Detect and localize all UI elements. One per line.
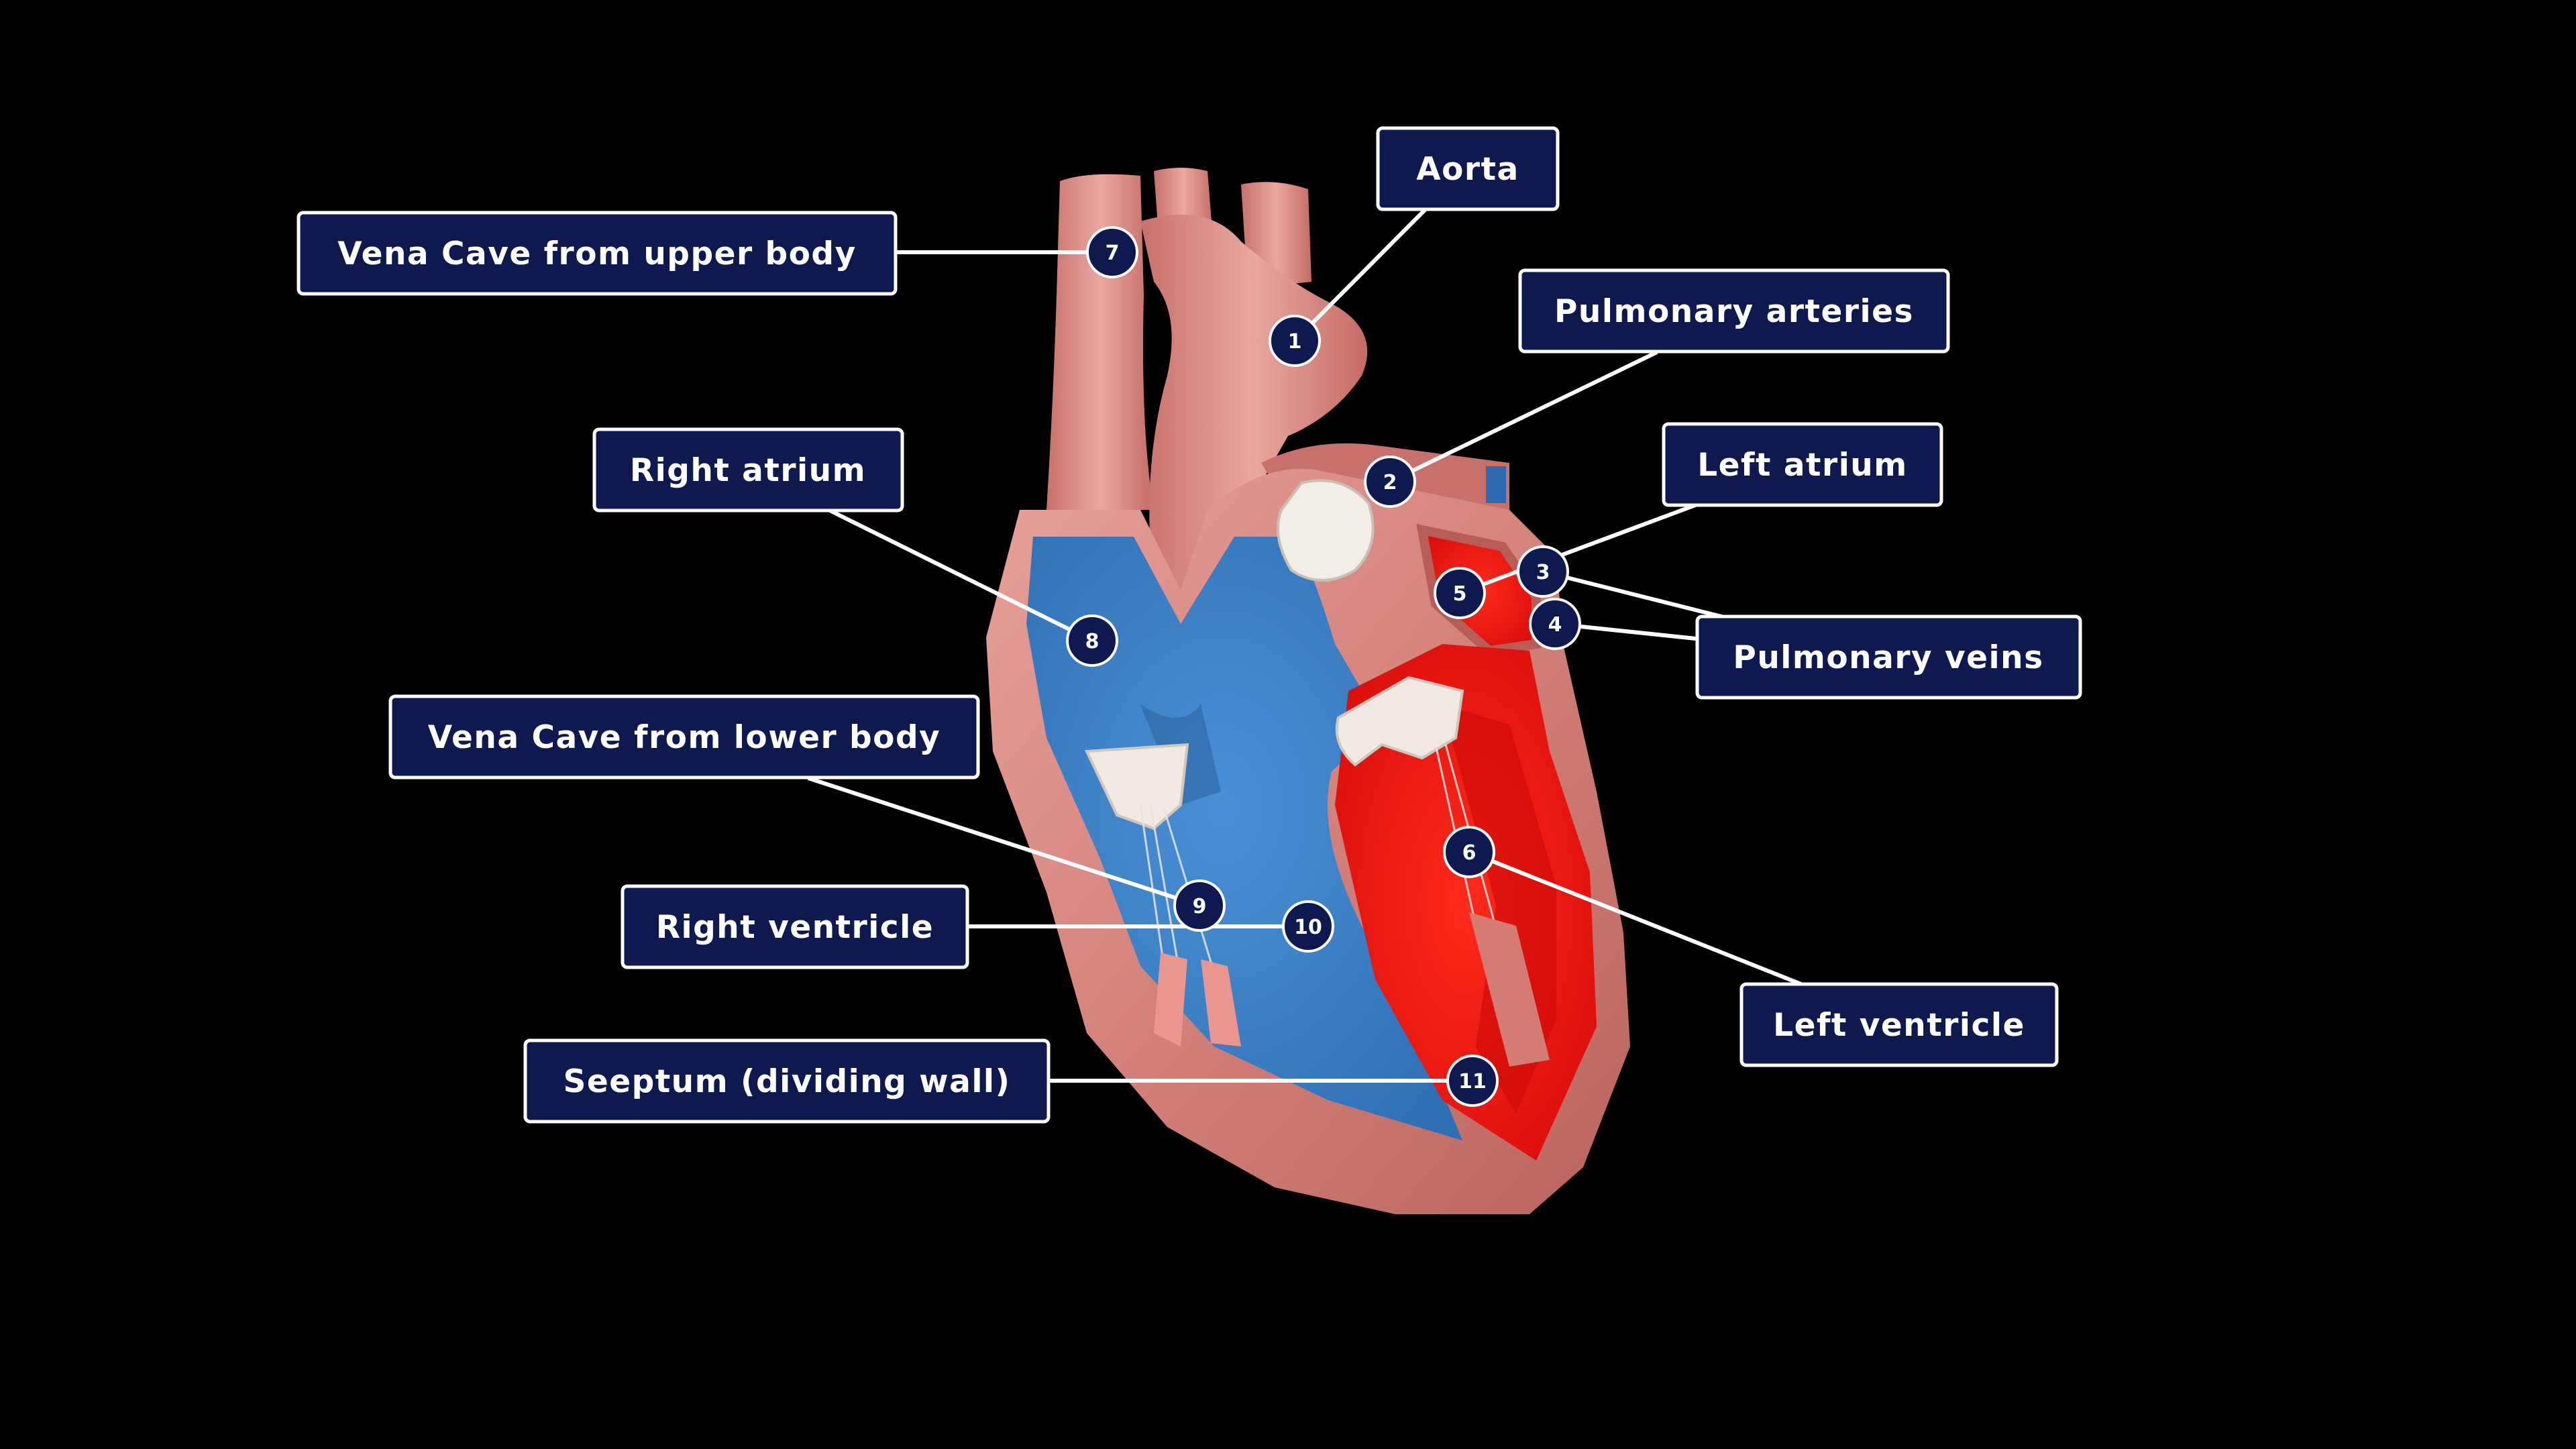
- label-septum: Seeptum (dividing wall): [523, 1038, 1051, 1124]
- label-pulmonary-veins: Pulmonary veins: [1695, 614, 2082, 700]
- marker-7-circle: [1086, 226, 1138, 278]
- label-vena-cava-lower-text: Vena Cave from lower body: [428, 719, 941, 756]
- label-right-atrium-text: Right atrium: [630, 452, 866, 489]
- leader-pulmonary-arteries: [1389, 350, 1658, 484]
- label-vena-cava-upper: Vena Cave from upper body: [297, 211, 898, 296]
- leader-right-atrium: [827, 508, 1093, 643]
- marker-1: 1: [1269, 315, 1321, 367]
- label-septum-text: Seeptum (dividing wall): [563, 1063, 1010, 1100]
- leader-left-atrium: [1458, 502, 1699, 595]
- mitral-valve: [1335, 676, 1464, 767]
- marker-3-number: 3: [1536, 561, 1550, 584]
- marker-2-number: 2: [1383, 471, 1397, 494]
- marker-11-number: 11: [1458, 1070, 1487, 1093]
- label-right-atrium: Right atrium: [592, 427, 904, 513]
- leader-pulmonary-veins-3: [1542, 570, 1725, 619]
- marker-1-circle: [1269, 315, 1321, 367]
- marker-10-number: 10: [1294, 916, 1322, 939]
- marker-11-circle: [1446, 1055, 1499, 1107]
- marker-6-number: 6: [1462, 841, 1477, 865]
- label-aorta-text: Aorta: [1416, 151, 1519, 188]
- marker-5-number: 5: [1453, 582, 1467, 606]
- number-markers: 1 2 3 4 5 6 7 8 9 10 11: [1066, 226, 1581, 1107]
- label-vena-cava-lower: Vena Cave from lower body: [388, 694, 980, 780]
- label-pulmonary-veins-text: Pulmonary veins: [1733, 639, 2043, 676]
- label-right-ventricle-text: Right ventricle: [656, 909, 934, 946]
- label-pulmonary-arteries-text: Pulmonary arteries: [1554, 293, 1914, 330]
- marker-5: 5: [1434, 567, 1486, 619]
- marker-10: 10: [1282, 900, 1334, 953]
- label-pulmonary-arteries: Pulmonary arteries: [1518, 268, 1950, 354]
- marker-6-circle: [1443, 826, 1495, 878]
- label-aorta: Aorta: [1376, 126, 1560, 211]
- papillary-muscle-left: [1469, 912, 1550, 1067]
- leader-lines: [808, 207, 1803, 1083]
- marker-8-number: 8: [1085, 630, 1099, 653]
- leader-vena-cava-lower: [808, 776, 1200, 908]
- aorta-vessel: [1140, 215, 1368, 590]
- marker-10-circle: [1282, 900, 1334, 953]
- marker-2-circle: [1364, 455, 1416, 508]
- marker-1-number: 1: [1288, 330, 1302, 354]
- marker-2: 2: [1364, 455, 1416, 508]
- marker-8: 8: [1066, 614, 1118, 667]
- label-left-atrium: Left atrium: [1662, 422, 1943, 507]
- label-right-ventricle: Right ventricle: [621, 884, 969, 969]
- marker-8-circle: [1066, 614, 1118, 667]
- marker-9: 9: [1173, 879, 1226, 932]
- heart-illustration: [986, 168, 1630, 1214]
- superior-vena-cava-vessel: [1046, 174, 1154, 510]
- leader-left-ventricle: [1468, 850, 1803, 986]
- marker-4-circle: [1529, 598, 1581, 650]
- marker-3-circle: [1517, 545, 1569, 598]
- marker-4: 4: [1529, 598, 1581, 650]
- papillary-muscle-right-2: [1201, 959, 1241, 1046]
- marker-4-number: 4: [1548, 613, 1562, 637]
- marker-5-circle: [1434, 567, 1486, 619]
- marker-7: 7: [1086, 226, 1138, 278]
- marker-11: 11: [1446, 1055, 1499, 1107]
- marker-9-number: 9: [1193, 895, 1207, 918]
- marker-9-circle: [1173, 879, 1226, 932]
- label-vena-cava-upper-text: Vena Cave from upper body: [337, 235, 856, 272]
- right-chambers: [1026, 537, 1462, 1140]
- pulmonary-artery-end: [1486, 466, 1506, 503]
- papillary-muscle-right: [1154, 953, 1187, 1046]
- label-left-atrium-text: Left atrium: [1697, 447, 1908, 484]
- leader-aorta: [1293, 207, 1428, 343]
- labels: Aorta Vena Cave from upper body Pulmonar…: [297, 126, 2082, 1124]
- marker-6: 6: [1443, 826, 1495, 878]
- label-left-ventricle-text: Left ventricle: [1773, 1007, 2025, 1044]
- label-left-ventricle: Left ventricle: [1739, 982, 2059, 1067]
- marker-3: 3: [1517, 545, 1569, 598]
- marker-7-number: 7: [1106, 241, 1120, 265]
- pulmonary-valve: [1277, 479, 1375, 582]
